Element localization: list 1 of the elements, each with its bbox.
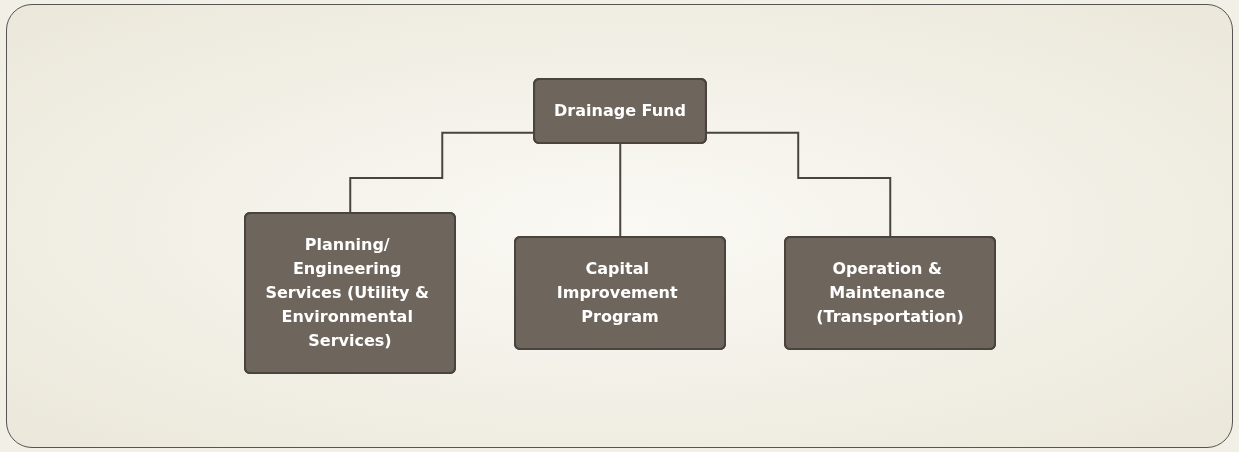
connector <box>618 142 621 239</box>
